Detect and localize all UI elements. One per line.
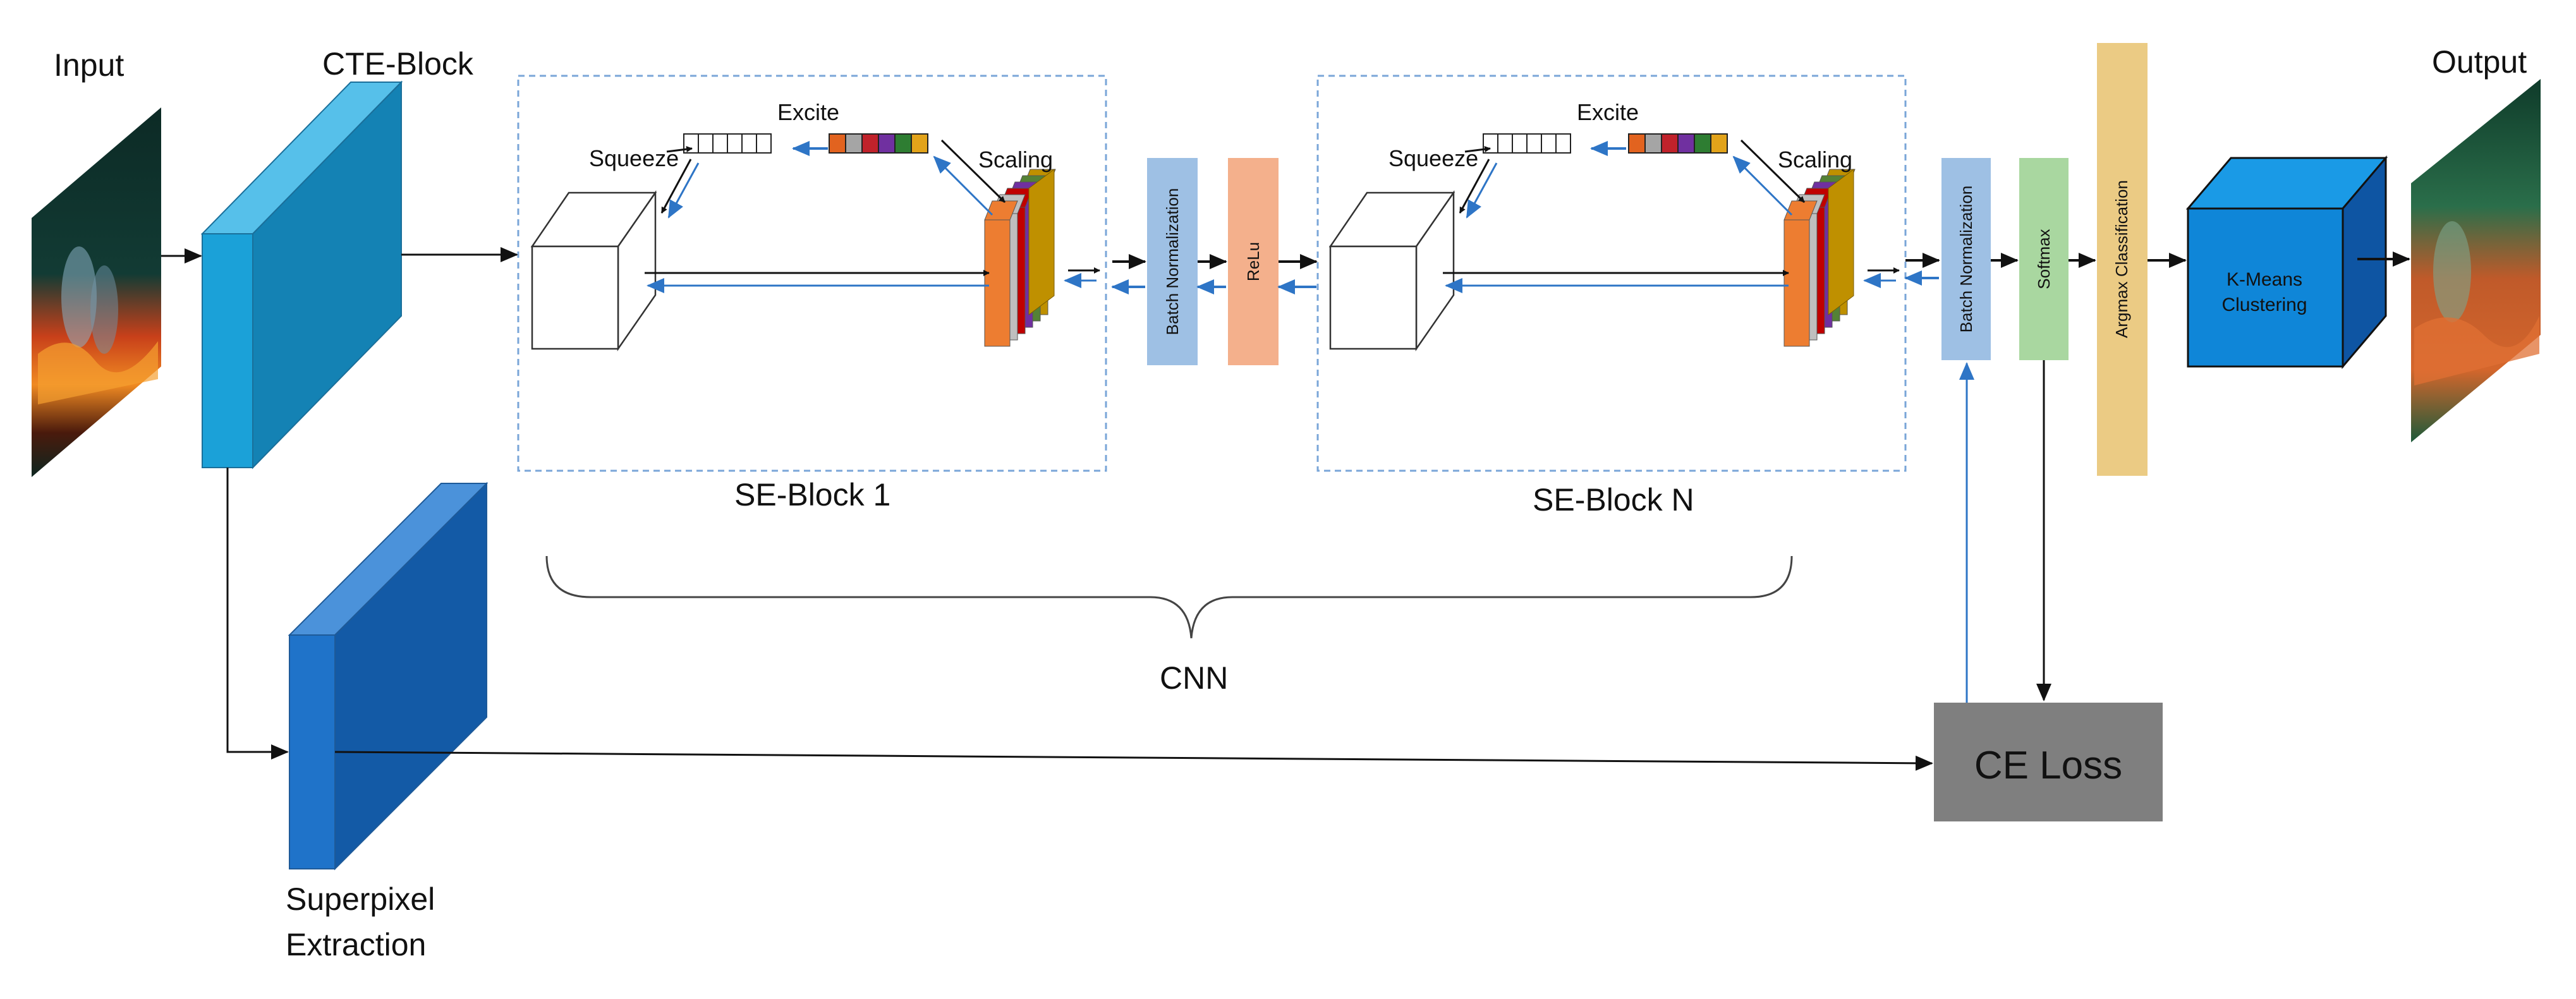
se-block-n-scaling-label: Scaling bbox=[1778, 147, 1852, 173]
squeeze-cell bbox=[1512, 133, 1528, 154]
batch-norm-1: Batch Normalization bbox=[1147, 158, 1198, 365]
kmeans-label-line2: Clustering bbox=[2221, 294, 2307, 315]
scaled-layer-side bbox=[1028, 169, 1055, 315]
excite-cell bbox=[1644, 133, 1662, 154]
excite-cell bbox=[1694, 133, 1711, 154]
excite-cell bbox=[1677, 133, 1695, 154]
cte-block-label: CTE-Block bbox=[322, 46, 474, 82]
batch-norm-1-label: Batch Normalization bbox=[1163, 188, 1182, 336]
superpixel-block bbox=[288, 481, 489, 871]
se-block-n-label: SE-Block N bbox=[1533, 482, 1694, 518]
squeeze-cell bbox=[756, 133, 772, 154]
se-block-n-input-cube bbox=[1328, 190, 1455, 351]
se-block-n-scaled-stack bbox=[1783, 169, 1856, 347]
relu-label: ReLu bbox=[1244, 242, 1263, 281]
superpixel-label-line2: Extraction bbox=[286, 927, 426, 962]
batch-norm-2: Batch Normalization bbox=[1941, 158, 1991, 360]
cnn-label: CNN bbox=[1160, 660, 1228, 696]
excite-cell bbox=[878, 133, 896, 154]
ce-loss-box bbox=[1934, 703, 2163, 821]
excite-cell bbox=[1628, 133, 1646, 154]
se-block-1-excite-label: Excite bbox=[777, 99, 839, 125]
excite-cell bbox=[894, 133, 912, 154]
squeeze-cell bbox=[1555, 133, 1571, 154]
squeeze-cell bbox=[1526, 133, 1542, 154]
squeeze-cell bbox=[1497, 133, 1513, 154]
excite-cell bbox=[911, 133, 928, 154]
squeeze-cell bbox=[1541, 133, 1557, 154]
output-image bbox=[2411, 79, 2541, 442]
relu-layer: ReLu bbox=[1228, 158, 1279, 365]
excite-cell bbox=[1661, 133, 1679, 154]
cnn-brace bbox=[545, 555, 1793, 639]
kmeans-cube bbox=[2185, 155, 2388, 370]
softmax-label: Softmax bbox=[2034, 229, 2053, 289]
se-block-n-excite-vector bbox=[1628, 133, 1728, 154]
se-block-n-squeeze-vector bbox=[1483, 133, 1571, 154]
superpixel-label-line1: Superpixel bbox=[286, 881, 435, 917]
se-block-1-input-cube bbox=[530, 190, 657, 351]
softmax-layer: Softmax bbox=[2019, 158, 2069, 360]
squeeze-cell bbox=[741, 133, 757, 154]
se-block-1-arrows bbox=[645, 139, 1100, 293]
excite-cell bbox=[861, 133, 879, 154]
kmeans-label-line1: K-Means bbox=[2227, 269, 2302, 290]
se-block-n-squeeze-label: Squeeze bbox=[1388, 145, 1478, 171]
se-block-1-excite-vector bbox=[829, 133, 928, 154]
cte-block bbox=[200, 80, 403, 469]
output-label: Output bbox=[2432, 44, 2527, 80]
excite-cell bbox=[1710, 133, 1728, 154]
squeeze-cell bbox=[712, 133, 728, 154]
squeeze-cell bbox=[1483, 133, 1498, 154]
se-block-1-squeeze-label: Squeeze bbox=[589, 145, 679, 171]
main-connectors bbox=[161, 247, 2051, 771]
batch-norm-2-label: Batch Normalization bbox=[1957, 186, 1976, 333]
squeeze-cell bbox=[698, 133, 714, 154]
se-block-1-scaling-label: Scaling bbox=[978, 147, 1053, 173]
se-block-1-frame bbox=[517, 75, 1107, 472]
ce-loss-label: CE Loss bbox=[1974, 744, 2122, 787]
scaled-layer bbox=[984, 219, 1011, 347]
input-label: Input bbox=[54, 47, 124, 83]
se-block-1-squeeze-vector bbox=[683, 133, 772, 154]
se-block-n-arrows bbox=[1443, 139, 1900, 293]
input-image bbox=[32, 107, 161, 477]
se-block-n-excite-label: Excite bbox=[1577, 99, 1639, 125]
se-block-1-scaled-stack bbox=[984, 169, 1056, 347]
argmax-label: Argmax Classification bbox=[2112, 180, 2131, 338]
excite-cell bbox=[829, 133, 846, 154]
scaled-layer bbox=[1783, 219, 1810, 347]
post-cnn-arrows bbox=[1904, 253, 2187, 286]
mid-arrows bbox=[1111, 254, 1318, 294]
excite-cell bbox=[845, 133, 863, 154]
se-block-1-label: SE-Block 1 bbox=[734, 477, 890, 512]
squeeze-cell bbox=[727, 133, 743, 154]
argmax-layer: Argmax Classification bbox=[2097, 43, 2148, 476]
scaled-layer-side bbox=[1828, 169, 1854, 315]
